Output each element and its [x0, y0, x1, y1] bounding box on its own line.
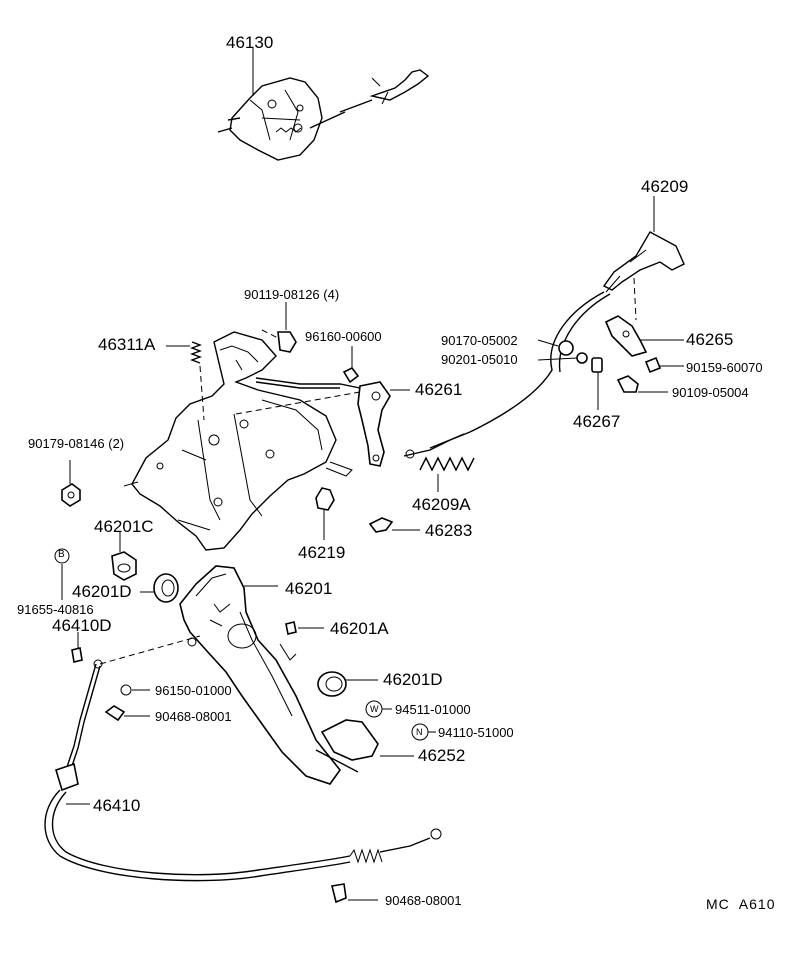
nut-90179 — [61, 460, 81, 507]
label-46201D-upper: 46201D — [72, 582, 132, 601]
label-46410D: 46410D — [52, 616, 112, 635]
label-90201: 90201-05010 — [441, 352, 518, 367]
diagram-code: MC A610 — [706, 896, 776, 912]
bushing-46201C — [111, 532, 137, 581]
return-spring-46209A — [403, 433, 475, 492]
label-46209A: 46209A — [412, 495, 471, 514]
label-46201: 46201 — [285, 579, 333, 598]
bolt-90159 — [644, 356, 684, 374]
label-90468-upper: 90468-08001 — [155, 709, 232, 724]
parking-brake-cable-46410 — [44, 635, 442, 882]
clip-46283 — [368, 517, 420, 533]
label-90159: 90159-60070 — [686, 360, 763, 375]
symbol-b — [54, 548, 70, 600]
symbol-w — [365, 700, 392, 718]
bolt-90109 — [616, 375, 668, 393]
label-94511: 94511-01000 — [395, 702, 471, 717]
stopper-46219 — [315, 487, 335, 540]
label-46201C: 46201C — [94, 517, 154, 536]
pedal-pad-46252 — [315, 719, 414, 773]
label-46265: 46265 — [686, 330, 734, 349]
brake-pedal-46201 — [179, 565, 342, 785]
washer-90170 — [537, 339, 574, 356]
bolt-46201A — [285, 621, 324, 635]
label-n-symbol: N — [416, 727, 423, 737]
label-w-symbol: W — [370, 704, 379, 714]
label-46252: 46252 — [418, 746, 466, 765]
label-90468-lower: 90468-08001 — [385, 893, 462, 908]
label-96160: 96160-00600 — [305, 329, 382, 344]
clip-46267 — [591, 357, 603, 410]
label-46219: 46219 — [298, 543, 346, 562]
clip-90468-upper — [104, 705, 150, 722]
label-90109: 90109-05004 — [672, 385, 749, 400]
washer-90201 — [537, 352, 588, 364]
label-46311A: 46311A — [98, 335, 156, 354]
brake-lever-assembly-46130 — [217, 48, 430, 161]
spring-46311A — [166, 341, 205, 421]
label-46261: 46261 — [415, 380, 463, 399]
label-46130: 46130 — [226, 33, 274, 52]
clip-96160 — [342, 346, 360, 384]
symbol-n — [411, 723, 436, 741]
bushing-46201D-lower — [317, 671, 378, 697]
ratchet-lever-46261 — [357, 381, 410, 467]
label-46283: 46283 — [425, 521, 473, 540]
label-91655: 91655-40816 — [17, 602, 94, 617]
label-90170: 90170-05002 — [441, 333, 518, 348]
label-46201D-lower: 46201D — [383, 670, 443, 689]
label-46209: 46209 — [641, 177, 689, 196]
label-94110: 94110-51000 — [438, 725, 514, 740]
clip-90468-lower — [331, 883, 378, 904]
cable-bracket-46265 — [604, 315, 684, 357]
bolt-90119 — [277, 302, 297, 353]
pedal-bracket-body — [123, 329, 361, 551]
label-90119: 90119-08126 (4) — [244, 287, 340, 302]
clip-96150 — [120, 684, 150, 696]
label-46267: 46267 — [573, 412, 621, 431]
bushing-46201D-upper — [140, 573, 179, 603]
label-46410: 46410 — [93, 796, 141, 815]
label-b-symbol: B — [58, 549, 65, 560]
parking-brake-cable-46209 — [429, 196, 685, 449]
label-90179: 90179-08146 (2) — [28, 436, 125, 451]
label-46201A: 46201A — [330, 619, 389, 638]
bolt-46410D — [71, 632, 83, 663]
label-96150: 96150-01000 — [155, 683, 232, 698]
